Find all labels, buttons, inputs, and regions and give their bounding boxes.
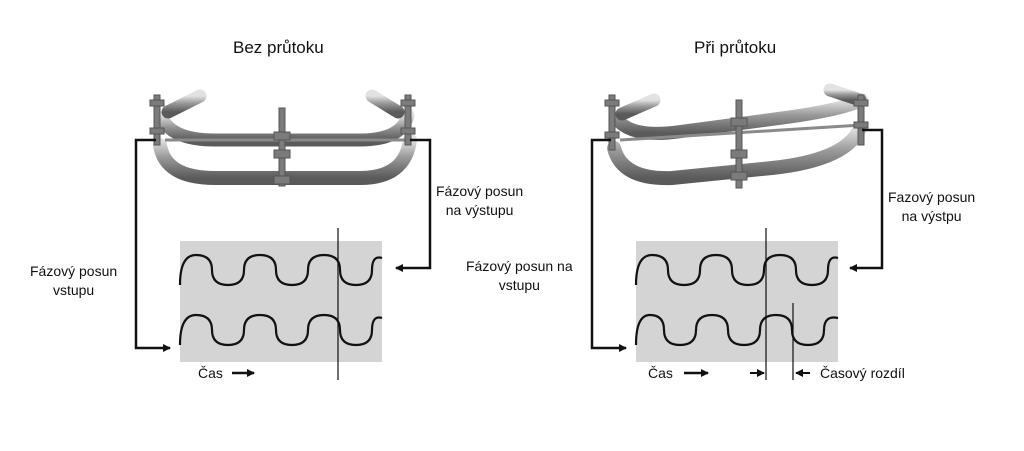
output-phase-label: Fázový posun na výstupu bbox=[436, 182, 523, 220]
output-phase-label: Fazový posun na výstpu bbox=[888, 188, 975, 226]
tube-inlet bbox=[615, 93, 661, 121]
input-phase-label: Fázový posun na vstupu bbox=[466, 257, 573, 295]
input-phase-label-line2: vstupu bbox=[52, 282, 95, 298]
panel-title: Bez průtoku bbox=[233, 38, 324, 57]
output-wave bbox=[634, 253, 839, 287]
panel-no-flow: Bez průtoku Fázový posun na výstupu Fázo… bbox=[30, 38, 523, 381]
input-phase-label: Fázový posun vstupu bbox=[30, 262, 117, 300]
tube-inlet bbox=[161, 89, 207, 119]
output-phase-label-line2: na výstupu bbox=[445, 202, 514, 218]
output-phase-label-line2: na výstpu bbox=[901, 208, 962, 224]
tube-back bbox=[609, 93, 869, 140]
clamp-right bbox=[853, 94, 869, 146]
time-difference-label: Časový rozdíl bbox=[820, 365, 905, 381]
input-phase-label-line2: vstupu bbox=[498, 277, 540, 293]
output-phase-label-line1: Fázový posun bbox=[436, 183, 524, 199]
flow-tube-assembly bbox=[604, 83, 869, 189]
clamp-left bbox=[149, 94, 165, 146]
output-connector bbox=[395, 138, 432, 272]
clamp-center bbox=[273, 107, 291, 187]
tube-outlet bbox=[823, 83, 867, 107]
tube-outlet bbox=[365, 89, 405, 119]
input-phase-label-line1: Fázový posun na bbox=[466, 258, 573, 274]
tube-front bbox=[607, 121, 867, 186]
output-wave bbox=[178, 253, 383, 287]
clamp-left bbox=[604, 94, 620, 151]
panel-title: Při průtoku bbox=[694, 38, 777, 57]
clamp-center bbox=[730, 99, 748, 189]
input-phase-label-line1: Fázový posun bbox=[30, 263, 118, 279]
time-label: Čas bbox=[648, 365, 673, 381]
output-phase-label-line1: Fazový posun bbox=[888, 189, 976, 205]
input-wave bbox=[634, 313, 839, 347]
no-flow-diagram bbox=[134, 89, 432, 380]
input-wave bbox=[178, 313, 383, 347]
input-connector bbox=[590, 138, 627, 352]
output-connector bbox=[849, 128, 884, 272]
clamp-right bbox=[400, 94, 416, 146]
panel-with-flow: Při průtoku Fazový posun na výstpu Fázov… bbox=[466, 0, 1024, 451]
input-connector bbox=[134, 138, 171, 352]
with-flow-diagram bbox=[590, 83, 884, 380]
time-label: Čas bbox=[198, 365, 223, 381]
flow-tube-assembly bbox=[149, 89, 417, 187]
